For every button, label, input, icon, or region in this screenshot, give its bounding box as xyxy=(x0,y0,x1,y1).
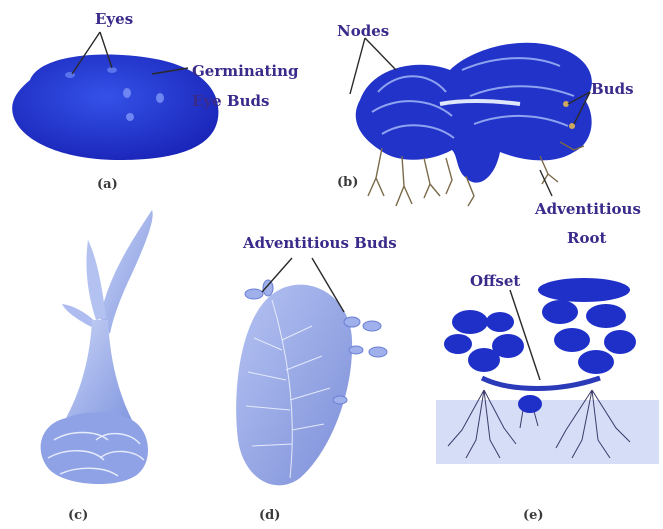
right-plant-rosette xyxy=(538,278,636,374)
nodes-label: Nodes xyxy=(337,22,389,40)
rhizome xyxy=(356,43,592,183)
adventitious-root-label-line2: Root xyxy=(567,229,606,247)
offset-leader xyxy=(510,290,540,380)
panel-a-potato: Eyes Germinating Eye Buds (a) xyxy=(12,10,299,192)
leaf-blade xyxy=(236,285,352,486)
soil xyxy=(436,400,659,464)
potato-eye-bud xyxy=(126,113,134,121)
caption-e: (e) xyxy=(523,508,544,523)
offset-daughter xyxy=(518,395,542,413)
panel-b-rhizome: Nodes Buds Adventitious Root (b) xyxy=(337,22,641,247)
offset-label: Offset xyxy=(470,272,520,290)
potato-eye-bud xyxy=(156,93,164,103)
buds-label: Buds xyxy=(591,80,634,98)
bulb-base xyxy=(41,412,148,484)
left-plant-rosette xyxy=(444,310,524,372)
caption-c: (c) xyxy=(68,508,88,523)
panel-d-leaf: Adventitious Buds (d) xyxy=(236,234,396,523)
adventitious-buds-label: Adventitious Buds xyxy=(242,234,397,252)
potato-eye-bud xyxy=(123,88,131,98)
eyes-label: Eyes xyxy=(95,10,133,28)
panel-c-bulb: (c) xyxy=(41,210,153,523)
bulb-stem xyxy=(66,320,132,420)
caption-d: (d) xyxy=(259,508,280,523)
panel-e-offset: Offset (e) xyxy=(436,272,659,523)
offset-runner xyxy=(482,378,600,389)
caption-b: (b) xyxy=(337,175,358,190)
adventitious-root-label-line1: Adventitious xyxy=(534,200,641,218)
bulb-shoot-right xyxy=(100,210,153,334)
germinating-label-line2: Eye Buds xyxy=(192,92,269,110)
caption-a: (a) xyxy=(97,177,118,192)
germinating-label-line1: Germinating xyxy=(192,62,299,80)
bulb-shoot-left xyxy=(86,240,106,320)
